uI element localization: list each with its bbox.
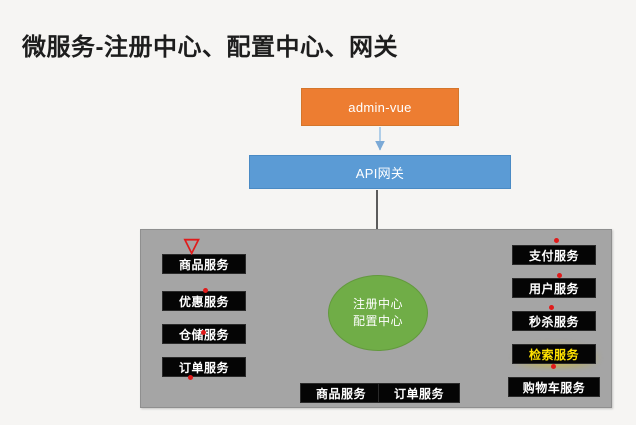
page-title: 微服务-注册中心、配置中心、网关: [22, 34, 398, 61]
red-dot-icon-promotion: [203, 288, 208, 293]
red-check-mark-icon: ▽: [184, 235, 200, 257]
service-box-promotion[interactable]: 优惠服务: [162, 291, 246, 311]
red-dot-icon-order: [188, 375, 193, 380]
service-box-user[interactable]: 用户服务: [512, 278, 596, 298]
registry-label-line1: 注册中心: [352, 297, 403, 311]
red-dot-icon-payment: [554, 238, 559, 243]
registry-config-center-node[interactable]: 注册中心 配置中心: [328, 275, 428, 351]
service-label: 用户服务: [528, 281, 579, 296]
red-dot-icon-user: [557, 273, 562, 278]
registry-label-line2: 配置中心: [352, 314, 403, 328]
service-box-seckill[interactable]: 秒杀服务: [512, 311, 596, 331]
red-dot-icon-warehouse: [201, 330, 206, 335]
service-label: 商品服务: [315, 386, 366, 401]
red-dot-icon-search: [551, 364, 556, 369]
service-box-product-left[interactable]: 商品服务: [162, 254, 246, 274]
admin-vue-node[interactable]: admin-vue: [301, 88, 459, 126]
service-label: 检索服务: [528, 347, 579, 362]
service-box-order-left[interactable]: 订单服务: [162, 357, 246, 377]
service-label: 秒杀服务: [528, 314, 579, 329]
service-box-order-bottom[interactable]: 订单服务: [378, 383, 460, 403]
service-label: 支付服务: [528, 248, 579, 263]
service-box-payment[interactable]: 支付服务: [512, 245, 596, 265]
service-box-product-bottom[interactable]: 商品服务: [300, 383, 382, 403]
service-box-cart[interactable]: 购物车服务: [508, 377, 600, 397]
api-gateway-node[interactable]: API网关: [249, 155, 511, 189]
service-label: 订单服务: [393, 386, 444, 401]
api-gateway-label: API网关: [355, 165, 405, 181]
service-label: 购物车服务: [522, 380, 586, 395]
admin-vue-label: admin-vue: [348, 99, 412, 115]
red-dot-icon-seckill: [549, 305, 554, 310]
service-label: 商品服务: [178, 257, 229, 272]
service-box-search[interactable]: 检索服务: [512, 344, 596, 364]
service-label: 订单服务: [178, 360, 229, 375]
service-label: 优惠服务: [178, 294, 229, 309]
